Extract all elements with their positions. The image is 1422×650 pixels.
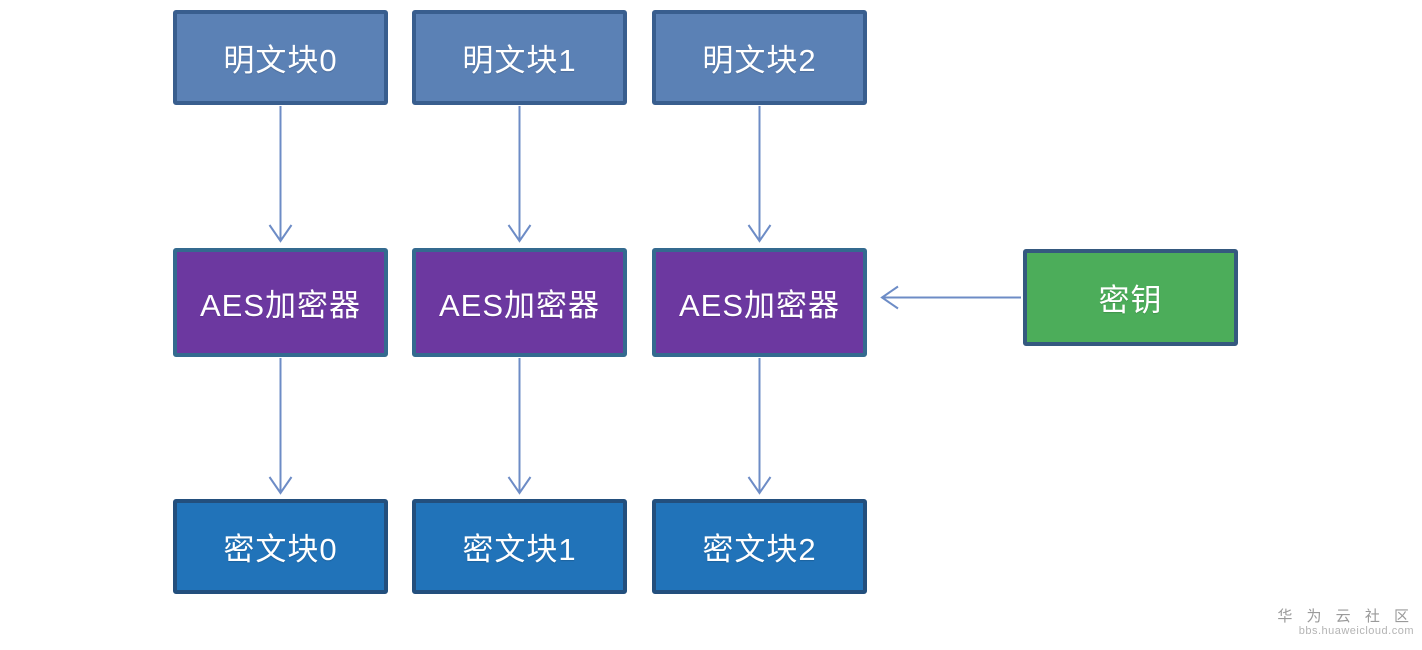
ciphertext-block-2-label: 密文块2: [702, 532, 817, 567]
aes-encryptor-2: AES加密器: [652, 248, 867, 357]
arrow-plain1-to-aes1: [507, 106, 532, 243]
aes-encryptor-1-label: AES加密器: [438, 288, 601, 323]
key-block: 密钥: [1023, 249, 1238, 346]
plaintext-block-2-label: 明文块2: [702, 43, 817, 78]
arrow-aes0-to-cipher0: [268, 358, 293, 495]
watermark-site-url: bbs.huaweicloud.com: [1298, 625, 1414, 638]
aes-encryptor-0: AES加密器: [173, 248, 388, 357]
plaintext-block-1: 明文块1: [412, 10, 627, 105]
plaintext-block-2: 明文块2: [652, 10, 867, 105]
ciphertext-block-1: 密文块1: [412, 499, 627, 594]
watermark: 华 为 云 社 区 bbs.huaweicloud.com: [1277, 608, 1414, 638]
watermark-site-name: 华 为 云 社 区: [1277, 608, 1414, 626]
arrow-aes1-to-cipher1: [507, 358, 532, 495]
arrow-plain2-to-aes2: [747, 106, 772, 243]
aes-encryptor-0-label: AES加密器: [199, 288, 362, 323]
aes-encryptor-2-label: AES加密器: [678, 288, 841, 323]
key-block-label: 密钥: [1098, 283, 1163, 318]
plaintext-block-0: 明文块0: [173, 10, 388, 105]
arrow-aes2-to-cipher2: [747, 358, 772, 495]
plaintext-block-0-label: 明文块0: [223, 43, 338, 78]
ciphertext-block-0: 密文块0: [173, 499, 388, 594]
ciphertext-block-0-label: 密文块0: [223, 532, 338, 567]
ciphertext-block-2: 密文块2: [652, 499, 867, 594]
plaintext-block-1-label: 明文块1: [462, 43, 577, 78]
arrow-key-to-aes2: [880, 285, 1021, 310]
arrow-plain0-to-aes0: [268, 106, 293, 243]
ciphertext-block-1-label: 密文块1: [462, 532, 577, 567]
aes-encryptor-1: AES加密器: [412, 248, 627, 357]
